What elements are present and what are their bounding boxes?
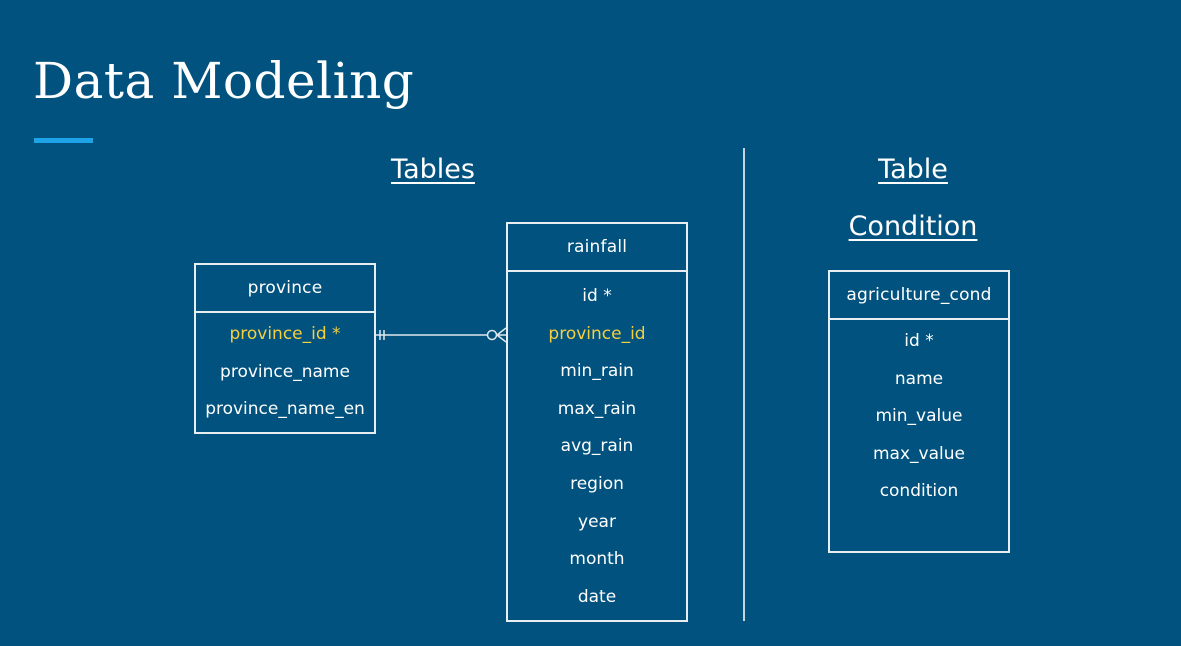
zero-or-many-marker	[486, 327, 507, 343]
title-accent-bar	[34, 138, 93, 143]
field-agri-name: name	[894, 368, 944, 389]
entity-province-header: province	[196, 265, 374, 313]
section-divider	[743, 148, 745, 621]
field-max-rain: max_rain	[557, 398, 637, 419]
one-and-only-one-marker	[379, 330, 385, 340]
entity-rainfall: rainfall id * province_id min_rain max_r…	[506, 222, 688, 622]
entity-rainfall-header: rainfall	[508, 224, 686, 272]
field-province-name-en: province_name_en	[205, 399, 365, 420]
field-province-id: province_id *	[229, 324, 341, 344]
field-condition: condition	[879, 481, 959, 502]
entity-province: province province_id * province_name pro…	[194, 263, 376, 434]
field-date: date	[577, 586, 617, 607]
condition-heading-line2: Condition	[848, 211, 978, 242]
field-min-value: min_value	[875, 406, 963, 427]
field-agri-id: id *	[904, 331, 934, 351]
entity-province-fields: province_id * province_name province_nam…	[196, 313, 374, 429]
field-avg-rain: avg_rain	[560, 436, 634, 457]
field-min-rain: min_rain	[560, 361, 634, 382]
field-province-name: province_name	[220, 361, 350, 382]
entity-agriculture-cond-fields: id * name min_value max_value condition	[830, 320, 1008, 511]
entity-agriculture-cond-name: agriculture_cond	[846, 285, 992, 305]
field-region: region	[570, 473, 624, 494]
field-rainfall-province-id: province_id	[548, 323, 646, 344]
field-month: month	[569, 549, 625, 570]
field-rainfall-id: id *	[582, 286, 612, 306]
entity-province-name: province	[247, 278, 323, 298]
condition-heading-line1: Table	[878, 154, 948, 185]
slide-title: Data Modeling	[33, 52, 415, 110]
field-year: year	[578, 511, 616, 532]
entity-agriculture-cond-header: agriculture_cond	[830, 272, 1008, 320]
field-max-value: max_value	[873, 443, 965, 464]
entity-rainfall-fields: id * province_id min_rain max_rain avg_r…	[508, 272, 686, 616]
tables-heading: Tables	[391, 154, 475, 185]
entity-rainfall-name: rainfall	[566, 237, 628, 257]
entity-agriculture-cond: agriculture_cond id * name min_value max…	[828, 270, 1010, 553]
